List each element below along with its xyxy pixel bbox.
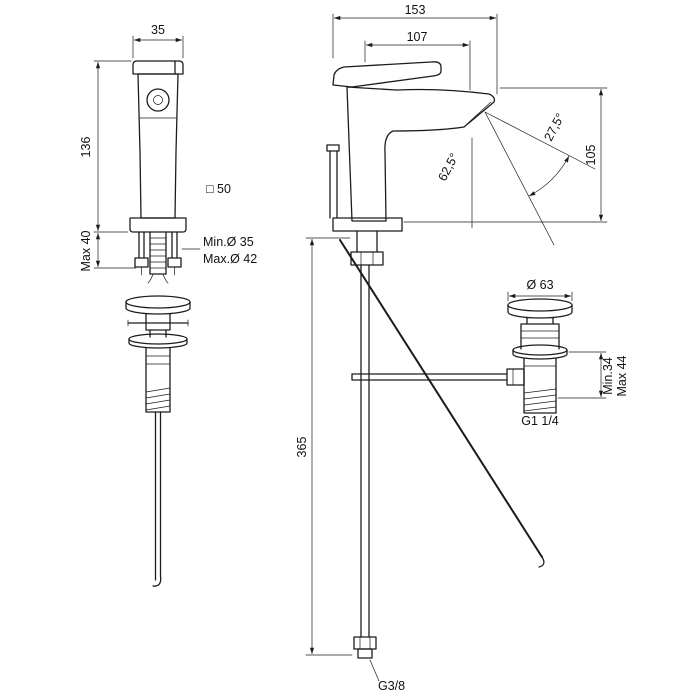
right-nut — [167, 257, 182, 268]
supply-hose — [360, 264, 370, 638]
waste-detail-view: Ø 63 Min.34 Max 44 G1 1/4 — [506, 278, 629, 428]
dim-overall-depth: 153 — [405, 3, 426, 17]
front-escutcheon — [129, 217, 187, 233]
left-nut — [134, 257, 149, 268]
hose-tails — [141, 266, 175, 284]
shank-nut — [350, 251, 384, 266]
side-body-spout-outline — [346, 86, 496, 222]
dim-spout-height: 105 — [584, 145, 598, 166]
front-mounting-hardware — [134, 231, 182, 284]
label-upper-angle: 27,5° — [541, 111, 567, 143]
dim-flange-diameter: Ø 63 — [526, 278, 553, 292]
waste-pivot-box — [145, 313, 171, 331]
hose-end-nut — [353, 636, 377, 650]
waste-pull-rod — [152, 411, 162, 587]
label-hole-max: Max.Ø 42 — [203, 252, 257, 266]
side-supply — [350, 230, 384, 682]
detail-ball-joint-nut — [506, 368, 525, 386]
diagonal-pull-rod — [339, 239, 543, 558]
left-stud — [138, 231, 145, 259]
front-view: 35 136 Max 40 □ 50 Min.Ø 35 Max.Ø 42 — [79, 23, 257, 587]
dim-max-mount-thickness: Max 40 — [79, 230, 93, 271]
label-spray-angle: 62,5° — [435, 151, 461, 183]
detail-flange — [512, 344, 568, 356]
upper-angle-line — [484, 111, 596, 170]
dim-spout-reach: 107 — [407, 30, 428, 44]
label-base-square: □ 50 — [206, 182, 231, 196]
dim-min-thickness: Min.34 — [601, 357, 615, 395]
right-stud — [171, 231, 178, 259]
front-dimensions: 35 136 Max 40 □ 50 Min.Ø 35 Max.Ø 42 — [79, 23, 257, 272]
hose-end-tip — [357, 648, 373, 659]
aerator-face-line — [466, 101, 492, 125]
spray-angle-construction: 27,5° 62,5° — [435, 111, 596, 246]
detail-neck — [526, 317, 554, 325]
dim-front-width: 35 — [151, 23, 165, 37]
drain-linkage — [339, 239, 545, 568]
side-view: 27,5° 62,5° 153 107 105 365 G3/8 — [295, 3, 608, 693]
dim-front-height: 136 — [79, 137, 93, 158]
shank-thread-lines — [149, 237, 167, 269]
angle-arc — [528, 155, 570, 197]
detail-thread-hatching — [523, 388, 557, 412]
waste-thread-hatching — [145, 387, 171, 411]
label-supply-thread: G3/8 — [378, 679, 405, 693]
label-hole-min: Min.Ø 35 — [203, 235, 254, 249]
aerator-inner — [153, 95, 163, 105]
side-handle-outline — [332, 61, 442, 88]
flow-axis-line — [484, 111, 555, 246]
detail-upper-body — [520, 323, 560, 350]
side-dimensions: 153 107 105 365 G3/8 — [295, 3, 608, 693]
detail-lower-body — [523, 358, 557, 414]
detail-cap-top — [507, 298, 573, 312]
aerator-outer — [146, 88, 170, 112]
popup-stem — [329, 150, 338, 219]
waste-flange — [128, 333, 188, 345]
side-escutcheon — [332, 217, 403, 232]
waste-detail-dimensions: Ø 63 Min.34 Max 44 G1 1/4 — [507, 278, 629, 428]
pull-rod-hook — [538, 556, 545, 568]
g38-leader — [369, 659, 380, 682]
waste-cap-top — [125, 295, 191, 309]
label-waste-thread: G1 1/4 — [521, 414, 559, 428]
dim-max-thickness: Max 44 — [615, 355, 629, 396]
front-waste-assembly — [125, 295, 191, 587]
front-handle-outline — [132, 60, 184, 75]
waste-body — [145, 347, 171, 413]
dim-hose-length: 365 — [295, 437, 309, 458]
popup-knob — [326, 144, 340, 152]
